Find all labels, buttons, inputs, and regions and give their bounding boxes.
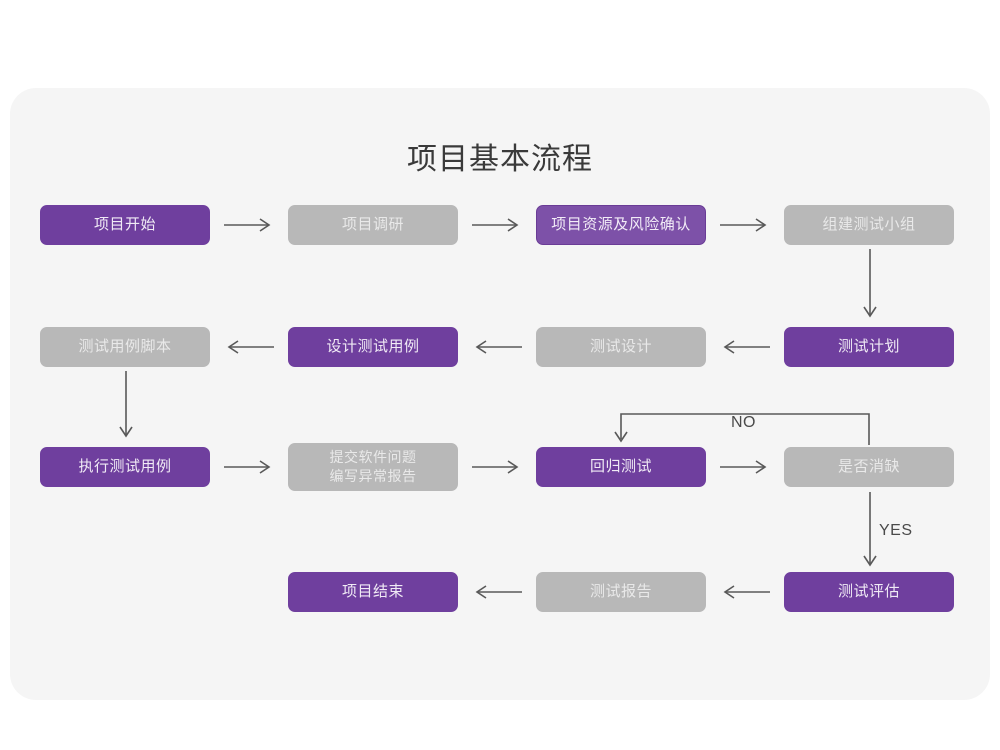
node-design-test-case[interactable]: 设计测试用例 [288,327,458,367]
arrow-right-n3-n4 [718,216,772,234]
arrow-left-n14-n13 [470,583,524,601]
node-project-research[interactable]: 项目调研 [288,205,458,245]
edge-label-no: NO [731,414,756,431]
arrow-left-n8-n7 [718,338,772,356]
node-build-test-team[interactable]: 组建测试小组 [784,205,954,245]
node-project-start[interactable]: 项目开始 [40,205,210,245]
arrow-right-n9-n10 [222,458,276,476]
node-test-plan[interactable]: 测试计划 [784,327,954,367]
node-test-report[interactable]: 测试报告 [536,572,706,612]
arrow-right-n10-n11 [470,458,524,476]
arrow-left-n7-n6 [470,338,524,356]
node-resource-risk-confirm[interactable]: 项目资源及风险确认 [536,205,706,245]
node-test-design[interactable]: 测试设计 [536,327,706,367]
arrow-down-n5-n9 [117,371,135,443]
node-defect-cleared[interactable]: 是否消缺 [784,447,954,487]
arrow-right-n2-n3 [470,216,524,234]
arrow-left-n6-n5 [222,338,276,356]
arrow-left-n15-n14 [718,583,772,601]
arrow-down-n4-n8 [861,249,879,323]
node-test-evaluation[interactable]: 测试评估 [784,572,954,612]
node-test-case-script[interactable]: 测试用例脚本 [40,327,210,367]
arrow-down-yes-n12-n15 [861,492,879,572]
edge-label-yes: YES [879,522,913,539]
node-submit-defect-report[interactable]: 提交软件问题 编写异常报告 [288,443,458,491]
node-regression-test[interactable]: 回归测试 [536,447,706,487]
node-execute-test-case[interactable]: 执行测试用例 [40,447,210,487]
arrow-right-n1-n2 [222,216,276,234]
loop-no-n12-n11 [612,411,880,451]
arrow-right-n11-n12 [718,458,772,476]
page-title: 项目基本流程 [407,143,593,176]
node-project-end[interactable]: 项目结束 [288,572,458,612]
